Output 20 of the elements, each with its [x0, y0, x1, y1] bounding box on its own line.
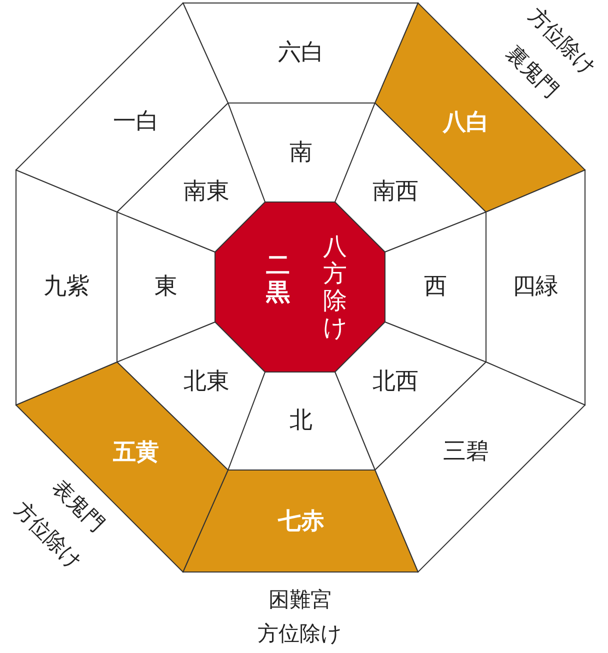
- star-label: 八白: [443, 110, 489, 134]
- star-label: 九紫: [44, 276, 90, 299]
- direction-label: 北東: [183, 370, 230, 393]
- star-label: 五黄: [113, 440, 159, 464]
- caption-label: 困難宮: [268, 590, 332, 610]
- star-label: 六白: [278, 42, 324, 64]
- star-label: 七赤: [278, 510, 324, 532]
- direction-label: 南東: [183, 180, 230, 204]
- direction-label: 西: [424, 276, 447, 298]
- center-label: 八方除け: [323, 233, 347, 341]
- caption-label: 方位除け: [258, 624, 342, 644]
- star-label: 四緑: [512, 276, 558, 299]
- direction-label: 北: [289, 410, 312, 432]
- direction-label: 南西: [372, 180, 418, 204]
- center-label: 二黒: [266, 252, 290, 306]
- direction-label: 東: [154, 276, 178, 298]
- star-label: 一白: [113, 110, 159, 134]
- direction-label: 北西: [372, 370, 418, 393]
- star-label: 三碧: [443, 440, 489, 464]
- direction-label: 南: [289, 141, 312, 164]
